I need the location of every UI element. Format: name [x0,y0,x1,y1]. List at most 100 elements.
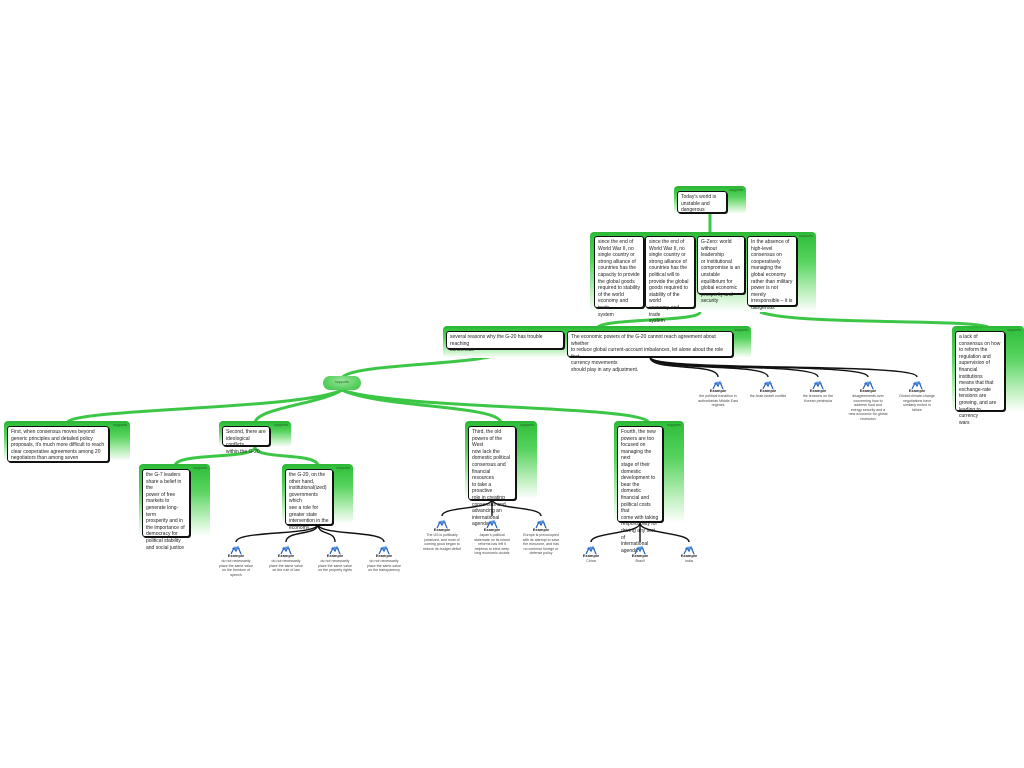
supports-tag: supports [729,188,743,192]
example-text: Global climate-change negotiations have … [899,394,935,412]
node-reason-first-text: First, when consensus moves beyond gener… [7,426,109,462]
example-text: China [586,559,596,563]
connector-line [441,498,493,517]
example-icon [280,542,292,555]
example-text: do not necessarily place the same value … [269,559,303,573]
example-icon [230,542,242,555]
node-reason-first[interactable]: supports First, when consensus moves bey… [4,421,130,462]
connector-line [317,523,336,543]
supports-bubble-label: supports [335,380,349,384]
example-icon [812,377,824,390]
example-icon [378,542,390,555]
supports-bubble: supports [323,376,361,390]
example-icon [486,516,498,529]
node-reason-second[interactable]: supports Second, there are ideological c… [219,421,291,455]
supports-tag: supports [667,423,681,427]
example-icon [535,516,547,529]
node-several-reasons-text: several reasons why the G-20 has trouble… [446,331,564,353]
connector-line [235,523,319,543]
example-text: India [685,559,693,563]
example-icon [911,377,923,390]
node-g20-intervention[interactable]: supports the G-20, on the other hand, in… [282,464,353,531]
example-label: Example [277,553,295,558]
example-text: the Arab-Israeli conflict [749,394,787,398]
connector-line [341,388,651,424]
example-label: Example [375,553,393,558]
node-premise-a3[interactable]: G-Zero: world without leadership or inst… [697,236,745,304]
supports-tag: supports [520,423,534,427]
connector-line [759,310,992,330]
example-text: the political transition in authoritaria… [698,394,738,408]
node-reason-third[interactable]: supports Third, the old powers of the We… [465,421,537,527]
node-premise-a2-text: since the end of World War II, no single… [645,236,695,324]
connector-line [639,522,690,543]
node-lack-consensus[interactable]: supports a lack of consensus on how to r… [952,326,1024,426]
node-lack-consensus-text: a lack of consensus on how to reform the… [955,331,1005,426]
example-label: Example [709,388,727,393]
node-g7-leaders-text: the G-7 leaders share a belief in the po… [142,469,190,551]
example-text: disagreements over concerning how to add… [848,394,888,421]
example-text: do not necessarily place the same value … [318,559,352,573]
node-premise-a4[interactable]: In the absence of high-level consensus o… [747,236,797,311]
node-root[interactable]: supports Today's world is unstable and d… [674,186,746,214]
connector-line [65,388,343,425]
node-reason-third-text: Third, the old powers of the West now la… [468,426,516,527]
supports-tag: supports [274,423,288,427]
node-economic-powers-text: The economic powers of the G-20 cannot r… [567,331,733,373]
example-text: Japan's political stalemate on its islan… [474,533,510,556]
example-icon [585,542,597,555]
example-icon [436,516,448,529]
example-icon [683,542,695,555]
connector-line [285,523,319,543]
connector-line [649,356,918,378]
example-label: Example [227,553,245,558]
example-label: Example [759,388,777,393]
connector-line [590,522,641,543]
node-economic-powers[interactable]: The economic powers of the G-20 cannot r… [567,331,733,373]
connector-line [649,356,719,378]
node-g20-intervention-text: the G-20, on the other hand, institution… [285,469,333,531]
connector-line [253,446,320,467]
example-text: The US is politically polarized, and mos… [423,533,461,551]
example-icon [762,377,774,390]
supports-tag: supports [336,466,350,470]
connector-line [253,388,343,424]
example-label: Example [326,553,344,558]
node-premise-a2[interactable]: since the end of World War II, no single… [645,236,695,324]
example-icon [712,377,724,390]
node-root-text: Today's world is unstable and dangerous [677,191,727,213]
example-label: Example [582,553,600,558]
node-premise-a3-text: G-Zero: world without leadership or inst… [697,236,745,304]
node-premise-a1[interactable]: since the end of World War II, no single… [594,236,644,318]
example-icon [862,377,874,390]
node-reason-fourth[interactable]: supports Fourth, the new powers are too … [614,421,684,554]
example-text: do not necessarily place the same value … [219,559,253,577]
supports-tag: supports [734,328,748,332]
example-text: do not necessarily place the same value … [367,559,401,573]
example-text: Brazil [635,559,645,563]
node-several-reasons[interactable]: several reasons why the G-20 has trouble… [446,331,564,353]
node-g7-leaders[interactable]: supports the G-7 leaders share a belief … [139,464,210,551]
node-reason-second-text: Second, there are ideological conflicts … [222,426,270,455]
example-icon [329,542,341,555]
example-text: Europe is preoccupied with its attempt t… [522,533,560,556]
node-reason-fourth-text: Fourth, the new powers are too focused o… [617,426,663,554]
supports-tag: supports [799,234,813,238]
example-label: Example [631,553,649,558]
